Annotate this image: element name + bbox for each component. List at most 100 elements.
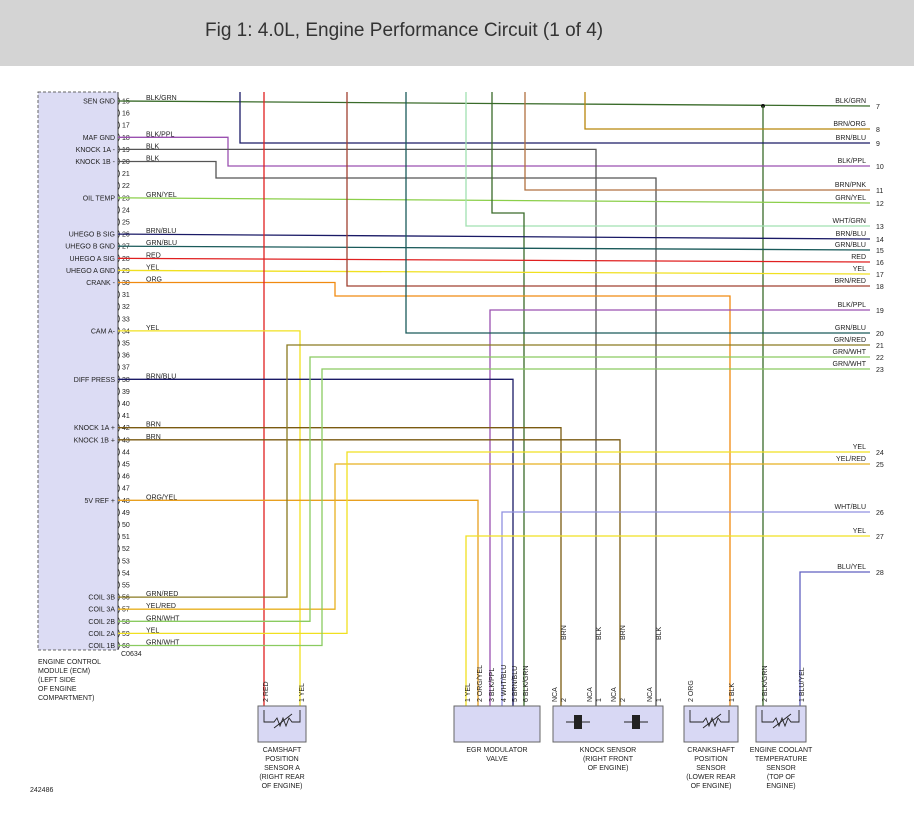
- ecm-caption-line: MODULE (ECM): [38, 668, 90, 675]
- wire: [117, 257, 871, 263]
- wire: [491, 92, 525, 706]
- terminal-number: 13: [876, 224, 884, 231]
- terminal-number: 23: [876, 367, 884, 374]
- wire-color-label: ORG: [146, 277, 162, 284]
- terminal-number: 22: [876, 355, 884, 362]
- pin-bracket: [117, 399, 120, 408]
- component-pin-label: 2 ORG/YEL: [477, 665, 484, 702]
- terminal-number: 26: [876, 510, 884, 517]
- ecm-caption-line: COMPARTMENT): [38, 695, 95, 702]
- terminal-wire-label: RED: [851, 254, 866, 261]
- variable-arrow: [273, 713, 293, 729]
- ecm-pin-number: 29: [122, 268, 130, 275]
- terminal-wire-label: GRN/WHT: [833, 361, 867, 368]
- ecm-pin-number: 18: [122, 135, 130, 142]
- ecm-pin-number: 55: [122, 583, 130, 590]
- component-caption: VALVE: [486, 756, 508, 763]
- pin-bracket: [117, 362, 120, 372]
- ecm-block: [37, 91, 119, 651]
- wire: [118, 368, 870, 647]
- ecm-pin-label: MAF GND: [83, 135, 115, 142]
- terminal-number: 19: [876, 308, 884, 315]
- component-pin-label: NCA: [587, 687, 594, 702]
- wire: [118, 330, 301, 706]
- terminal-wire-label: GRN/WHT: [833, 349, 867, 356]
- wire: [118, 451, 870, 635]
- ecm-pin-number: 51: [122, 534, 130, 541]
- terminal-wire-label: GRN/RED: [834, 337, 866, 344]
- wire-color-label: YEL: [146, 627, 159, 634]
- terminal-number: 21: [876, 343, 884, 350]
- wire: [118, 439, 621, 706]
- ecm-pin-number: 48: [122, 498, 130, 505]
- pin-bracket: [117, 108, 120, 118]
- terminal-number: 25: [876, 462, 884, 469]
- component-pin-label: 1 BLU/YEL: [799, 667, 806, 702]
- wire: [489, 309, 870, 706]
- ecm-pin-number: 44: [122, 449, 130, 456]
- ecm-pin-number: 24: [122, 207, 130, 214]
- component-caption: CRANKSHAFT: [687, 747, 735, 754]
- wire: [118, 356, 870, 622]
- ecm-pin-number: 43: [122, 437, 130, 444]
- pin-bracket: [117, 568, 120, 578]
- ecm-pin-number: 50: [122, 522, 130, 529]
- wire: [117, 197, 871, 204]
- ecm-pin-label: COIL 3B: [88, 595, 115, 602]
- ecm-pin-number: 47: [122, 486, 130, 493]
- terminal-wire-label: BLK/GRN: [835, 98, 866, 105]
- terminal-wire-label: YEL/RED: [836, 456, 866, 463]
- sensor-symbol: [761, 710, 800, 728]
- ecm-pin-number: 17: [122, 123, 130, 130]
- component-pin-label: 1 BLK: [729, 683, 736, 702]
- wire-color-label: GRN/WHT: [146, 640, 180, 647]
- wire: [118, 344, 870, 598]
- wire: [118, 136, 870, 167]
- terminal-wire-label: BRN/PNK: [835, 182, 866, 189]
- component-caption: OF ENGINE): [691, 783, 732, 790]
- ecm-pin-number: 58: [122, 619, 130, 626]
- wire: [799, 571, 870, 706]
- ecm-pin-number: 42: [122, 425, 130, 432]
- terminal-wire-label: BRN/RED: [834, 278, 866, 285]
- pin-bracket: [117, 350, 120, 360]
- wire: [118, 463, 870, 610]
- ecm-pin-label: UHEGO B GND: [65, 244, 115, 251]
- terminal-number: 17: [876, 272, 884, 279]
- ecm-pin-number: 28: [122, 256, 130, 263]
- terminal-number: 15: [876, 248, 884, 255]
- terminal-number: 20: [876, 331, 884, 338]
- wire: [117, 245, 871, 251]
- wire-color-label: BRN: [146, 434, 161, 441]
- wire: [239, 92, 870, 144]
- component-pin-label: 2: [561, 698, 568, 702]
- terminal-number: 27: [876, 534, 884, 541]
- ecm-pin-number: 26: [122, 232, 130, 239]
- component-caption: OF ENGINE): [588, 765, 629, 772]
- variable-arrow: [772, 713, 792, 729]
- ecm-pin-number: 54: [122, 570, 130, 577]
- component-caption: KNOCK SENSOR: [580, 747, 636, 754]
- knock-element: [574, 715, 582, 729]
- ecm-pin-number: 57: [122, 607, 130, 614]
- wire-color-label: YEL/RED: [146, 603, 176, 610]
- component-pin-label: 1: [596, 698, 603, 702]
- ecm-pin-number: 56: [122, 595, 130, 602]
- ecm-pin-number: 37: [122, 365, 130, 372]
- pin-bracket: [117, 169, 120, 178]
- wire-color-label: GRN/BLU: [146, 240, 177, 247]
- terminal-number: 11: [876, 188, 883, 195]
- component-wire-label: BRN: [620, 625, 627, 640]
- ecm-pin-number: 49: [122, 510, 130, 517]
- wire-color-label: BLK/GRN: [146, 95, 177, 102]
- wire-color-label: BRN: [146, 422, 161, 429]
- wire: [524, 92, 870, 191]
- ecm-pin-number: 27: [122, 244, 130, 251]
- knock-element: [632, 715, 640, 729]
- ecm-pin-number: 35: [122, 341, 130, 348]
- terminal-number: 12: [876, 201, 884, 208]
- wire-color-label: GRN/WHT: [146, 615, 180, 622]
- ecm-pin-number: 59: [122, 631, 130, 638]
- ecm-pin-number: 32: [122, 304, 130, 311]
